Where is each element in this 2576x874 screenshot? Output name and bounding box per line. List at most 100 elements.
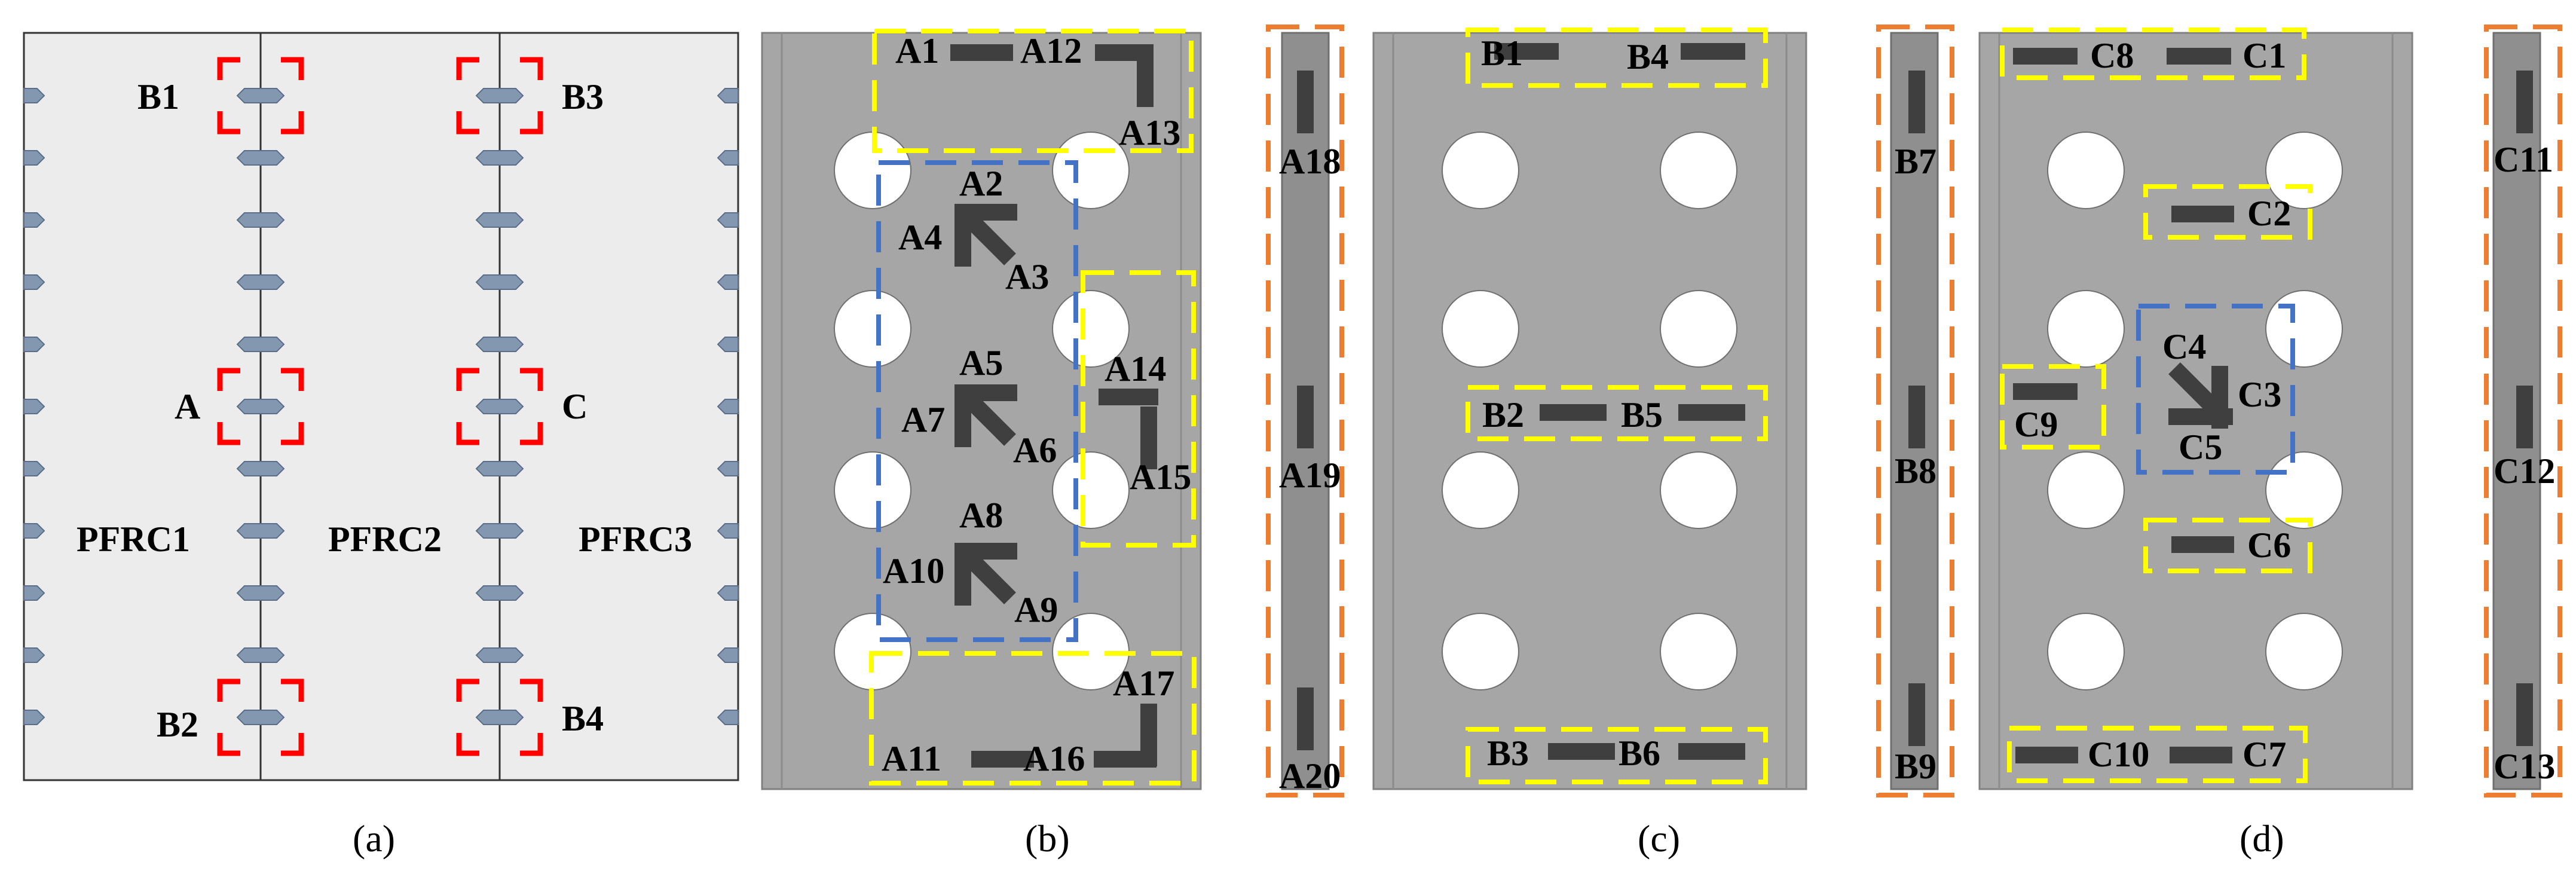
edge-connector-right: [717, 710, 739, 725]
strain-gauge-A17: [1140, 704, 1157, 766]
edge-connector-left: [23, 337, 45, 352]
plate-b-hole: [1052, 290, 1130, 368]
strain-gauge-A19: [1297, 386, 1314, 448]
label-C5: C5: [2179, 427, 2222, 467]
red-box-A: [217, 368, 304, 445]
perforation-holes-c: [1442, 132, 1737, 690]
label-B4: B4: [1627, 37, 1669, 77]
shear-connector-group: [23, 88, 739, 725]
red-box-B4: [456, 679, 543, 756]
label-B9: B9: [1895, 747, 1936, 786]
yellow-box-c6: [2143, 518, 2312, 573]
label-A17: A17: [1113, 664, 1174, 703]
label-A: A: [175, 387, 200, 426]
label-A20: A20: [1279, 756, 1341, 796]
shear-connector: [236, 150, 285, 166]
strain-gauge-C7: [2170, 747, 2232, 763]
label-B6: B6: [1619, 734, 1660, 773]
perforation-holes-b: [834, 132, 1130, 690]
label-A8: A8: [959, 496, 1003, 535]
perforation-holes-d: [2047, 132, 2343, 690]
shear-connector: [475, 461, 524, 476]
label-A10: A10: [883, 551, 944, 591]
label-B3: B3: [562, 77, 604, 117]
label-C3: C3: [2238, 375, 2281, 414]
red-box-B2: [217, 679, 304, 756]
yellow-box-bottom-c: [1466, 727, 1768, 784]
label-A6: A6: [1013, 430, 1057, 470]
strain-gauge-B7: [1908, 71, 1925, 133]
plate-c-hole: [1660, 451, 1737, 529]
label-B3: B3: [1487, 734, 1529, 773]
label-A2: A2: [959, 164, 1003, 203]
label-C9: C9: [2014, 405, 2058, 444]
label-C6: C6: [2247, 525, 2291, 565]
strain-gauge-C11: [2516, 71, 2533, 133]
label-C: C: [562, 387, 588, 426]
yellow-box-top-c: [1466, 27, 1768, 88]
plate-b-hole: [834, 290, 911, 368]
edge-connector-left: [23, 585, 45, 601]
side-bar-d: C11 C12 C13: [2484, 25, 2562, 797]
plate-d-hole: [2265, 132, 2343, 209]
blue-box-d: [2136, 304, 2295, 475]
plate-d-hole: [2047, 451, 2125, 529]
strain-gauge-A6: [957, 387, 1016, 446]
shear-connector: [236, 585, 285, 601]
plate-d-hole: [2047, 290, 2125, 368]
label-C4: C4: [2162, 327, 2206, 366]
caption-b: (b): [1025, 817, 1070, 860]
label-C13: C13: [2494, 747, 2555, 786]
red-box-B1: [217, 57, 304, 135]
strain-gauge-C12: [2516, 386, 2533, 448]
strain-gauge-C4: [2168, 362, 2225, 418]
shear-connector: [475, 399, 524, 414]
shear-connector: [475, 274, 524, 290]
plate-d-hole: [2047, 613, 2125, 690]
strain-gauge-A15: [1140, 407, 1157, 469]
strain-gauge-A1: [950, 44, 1013, 61]
label-C7: C7: [2242, 735, 2286, 774]
shear-connector: [236, 274, 285, 290]
panel-d: C8 C1 C2 C4 C3 C5 C9 C6 C10 C7: [1978, 27, 2413, 790]
edge-connector-right: [717, 585, 739, 601]
strain-gauge-B5: [1678, 404, 1745, 421]
shear-connector: [475, 710, 524, 725]
yellow-box-right-b: [1081, 270, 1196, 548]
edge-connector-right: [717, 274, 739, 290]
shear-connector: [236, 647, 285, 663]
edge-connector-right: [717, 150, 739, 166]
strain-gauge-A9: [957, 545, 1016, 604]
strain-gauge-C9: [2013, 383, 2078, 400]
label-A12: A12: [1020, 31, 1082, 71]
label-B5: B5: [1621, 395, 1663, 435]
plate-c-hole: [1660, 132, 1737, 209]
plate-c-hole: [1442, 451, 1519, 529]
shear-connector: [236, 88, 285, 103]
plate-b-hole: [834, 451, 911, 529]
plate-c-hole: [1442, 613, 1519, 690]
strain-gauge-A13: [1137, 44, 1154, 107]
plate-d-hole: [2265, 290, 2343, 368]
label-A15: A15: [1130, 457, 1191, 497]
edge-connector-right: [717, 647, 739, 663]
caption-d: (d): [2240, 817, 2284, 860]
strain-gauge-C1: [2167, 48, 2231, 65]
edge-connector-left: [23, 461, 45, 476]
red-region-boxes: [217, 57, 543, 756]
shear-connector: [236, 212, 285, 228]
plate-d-hole: [2047, 132, 2125, 209]
shear-connector: [475, 523, 524, 539]
slab-label-pfrc2: PFRC2: [328, 519, 442, 559]
shear-connector: [475, 88, 524, 103]
label-A7: A7: [901, 400, 945, 439]
yellow-box-c2: [2143, 184, 2312, 240]
yellow-box-top-b: [872, 29, 1194, 153]
red-box-B3: [456, 57, 543, 135]
label-B2: B2: [157, 705, 198, 744]
edge-connector-right: [717, 399, 739, 414]
shear-connector: [236, 399, 285, 414]
strain-gauge-A14: [1099, 389, 1158, 405]
